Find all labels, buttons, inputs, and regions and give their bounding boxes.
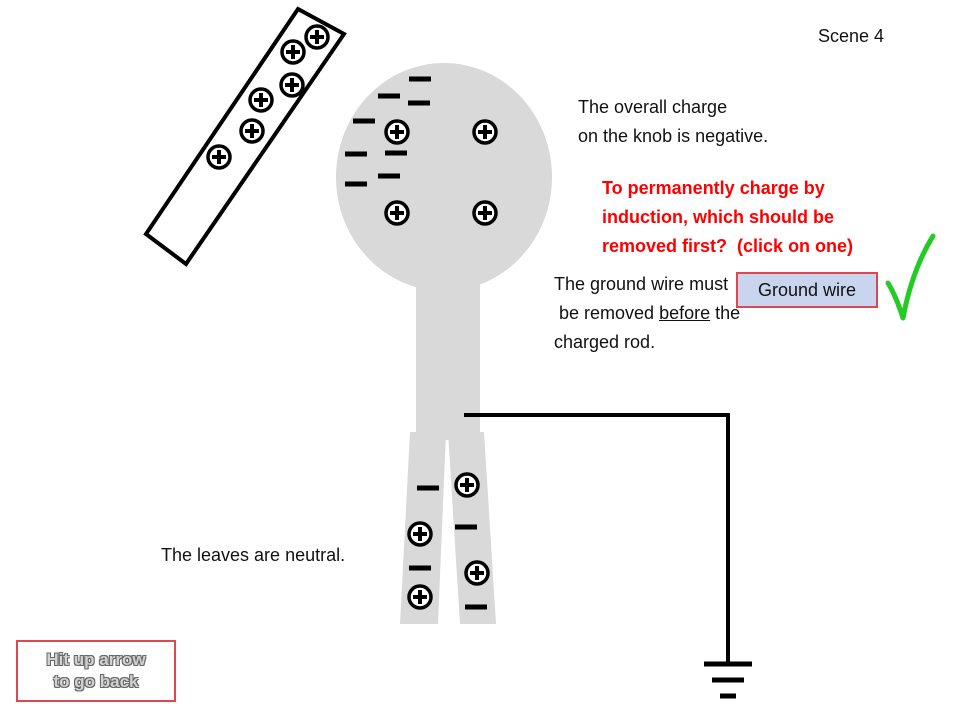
plus-charge-icon [384,200,410,226]
back-hint-line-1: Hit up arrow [46,650,146,669]
plus-charge-icon [239,118,265,144]
plus-charge-icon [280,39,306,65]
electroscope-knob [336,63,552,291]
ground-note-segment: be removed [554,303,660,323]
knob-charge-note: The overall charge on the knob is negati… [578,93,768,151]
ground-wire[interactable] [464,413,752,699]
charged-rod [143,6,347,267]
question-line-3: removed first? (click on one) [602,236,854,256]
electroscope [336,63,552,624]
plus-charge-icon [464,560,490,586]
ground-note-line-1: The ground wire must [554,274,729,294]
back-hint-line-2: to go back [53,672,139,691]
back-hint-button[interactable]: Hit up arrow to go back [16,640,176,702]
plus-charge-icon [206,144,232,170]
check-mark-icon [885,233,936,321]
plus-charge-icon [407,521,433,547]
leaves-note: The leaves are neutral. [161,545,346,565]
knob-note-line-2: on the knob is negative. [578,126,769,146]
plus-charge-icon [279,72,305,98]
plus-charge-icon [472,200,498,226]
plus-charge-icon [248,87,274,113]
question-line-2: induction, which should be [602,207,834,227]
ground-wire-button[interactable]: Ground wire [736,272,878,308]
ground-note-line-2: be removed before the [554,299,740,328]
plus-charge-icon [407,584,433,610]
plus-charge-icon [454,472,480,498]
question-prompt: To permanently charge by induction, whic… [602,174,853,261]
plus-charge-icon [304,24,330,50]
plus-charge-icon [384,119,410,145]
plus-charge-icon [472,119,498,145]
ground-symbol-icon [704,661,752,699]
ground-wire-note: The ground wire must be removed before t… [554,270,740,357]
scene-title: Scene 4 [818,26,885,46]
ground-wire-button-label: Ground wire [757,279,857,300]
ground-note-emphasis: before [659,303,711,323]
question-line-1: To permanently charge by [602,178,825,198]
ground-note-segment: the [710,303,741,323]
electroscope-stem [416,240,480,440]
knob-note-line-1: The overall charge [578,97,728,117]
ground-note-line-3: charged rod. [554,332,656,352]
